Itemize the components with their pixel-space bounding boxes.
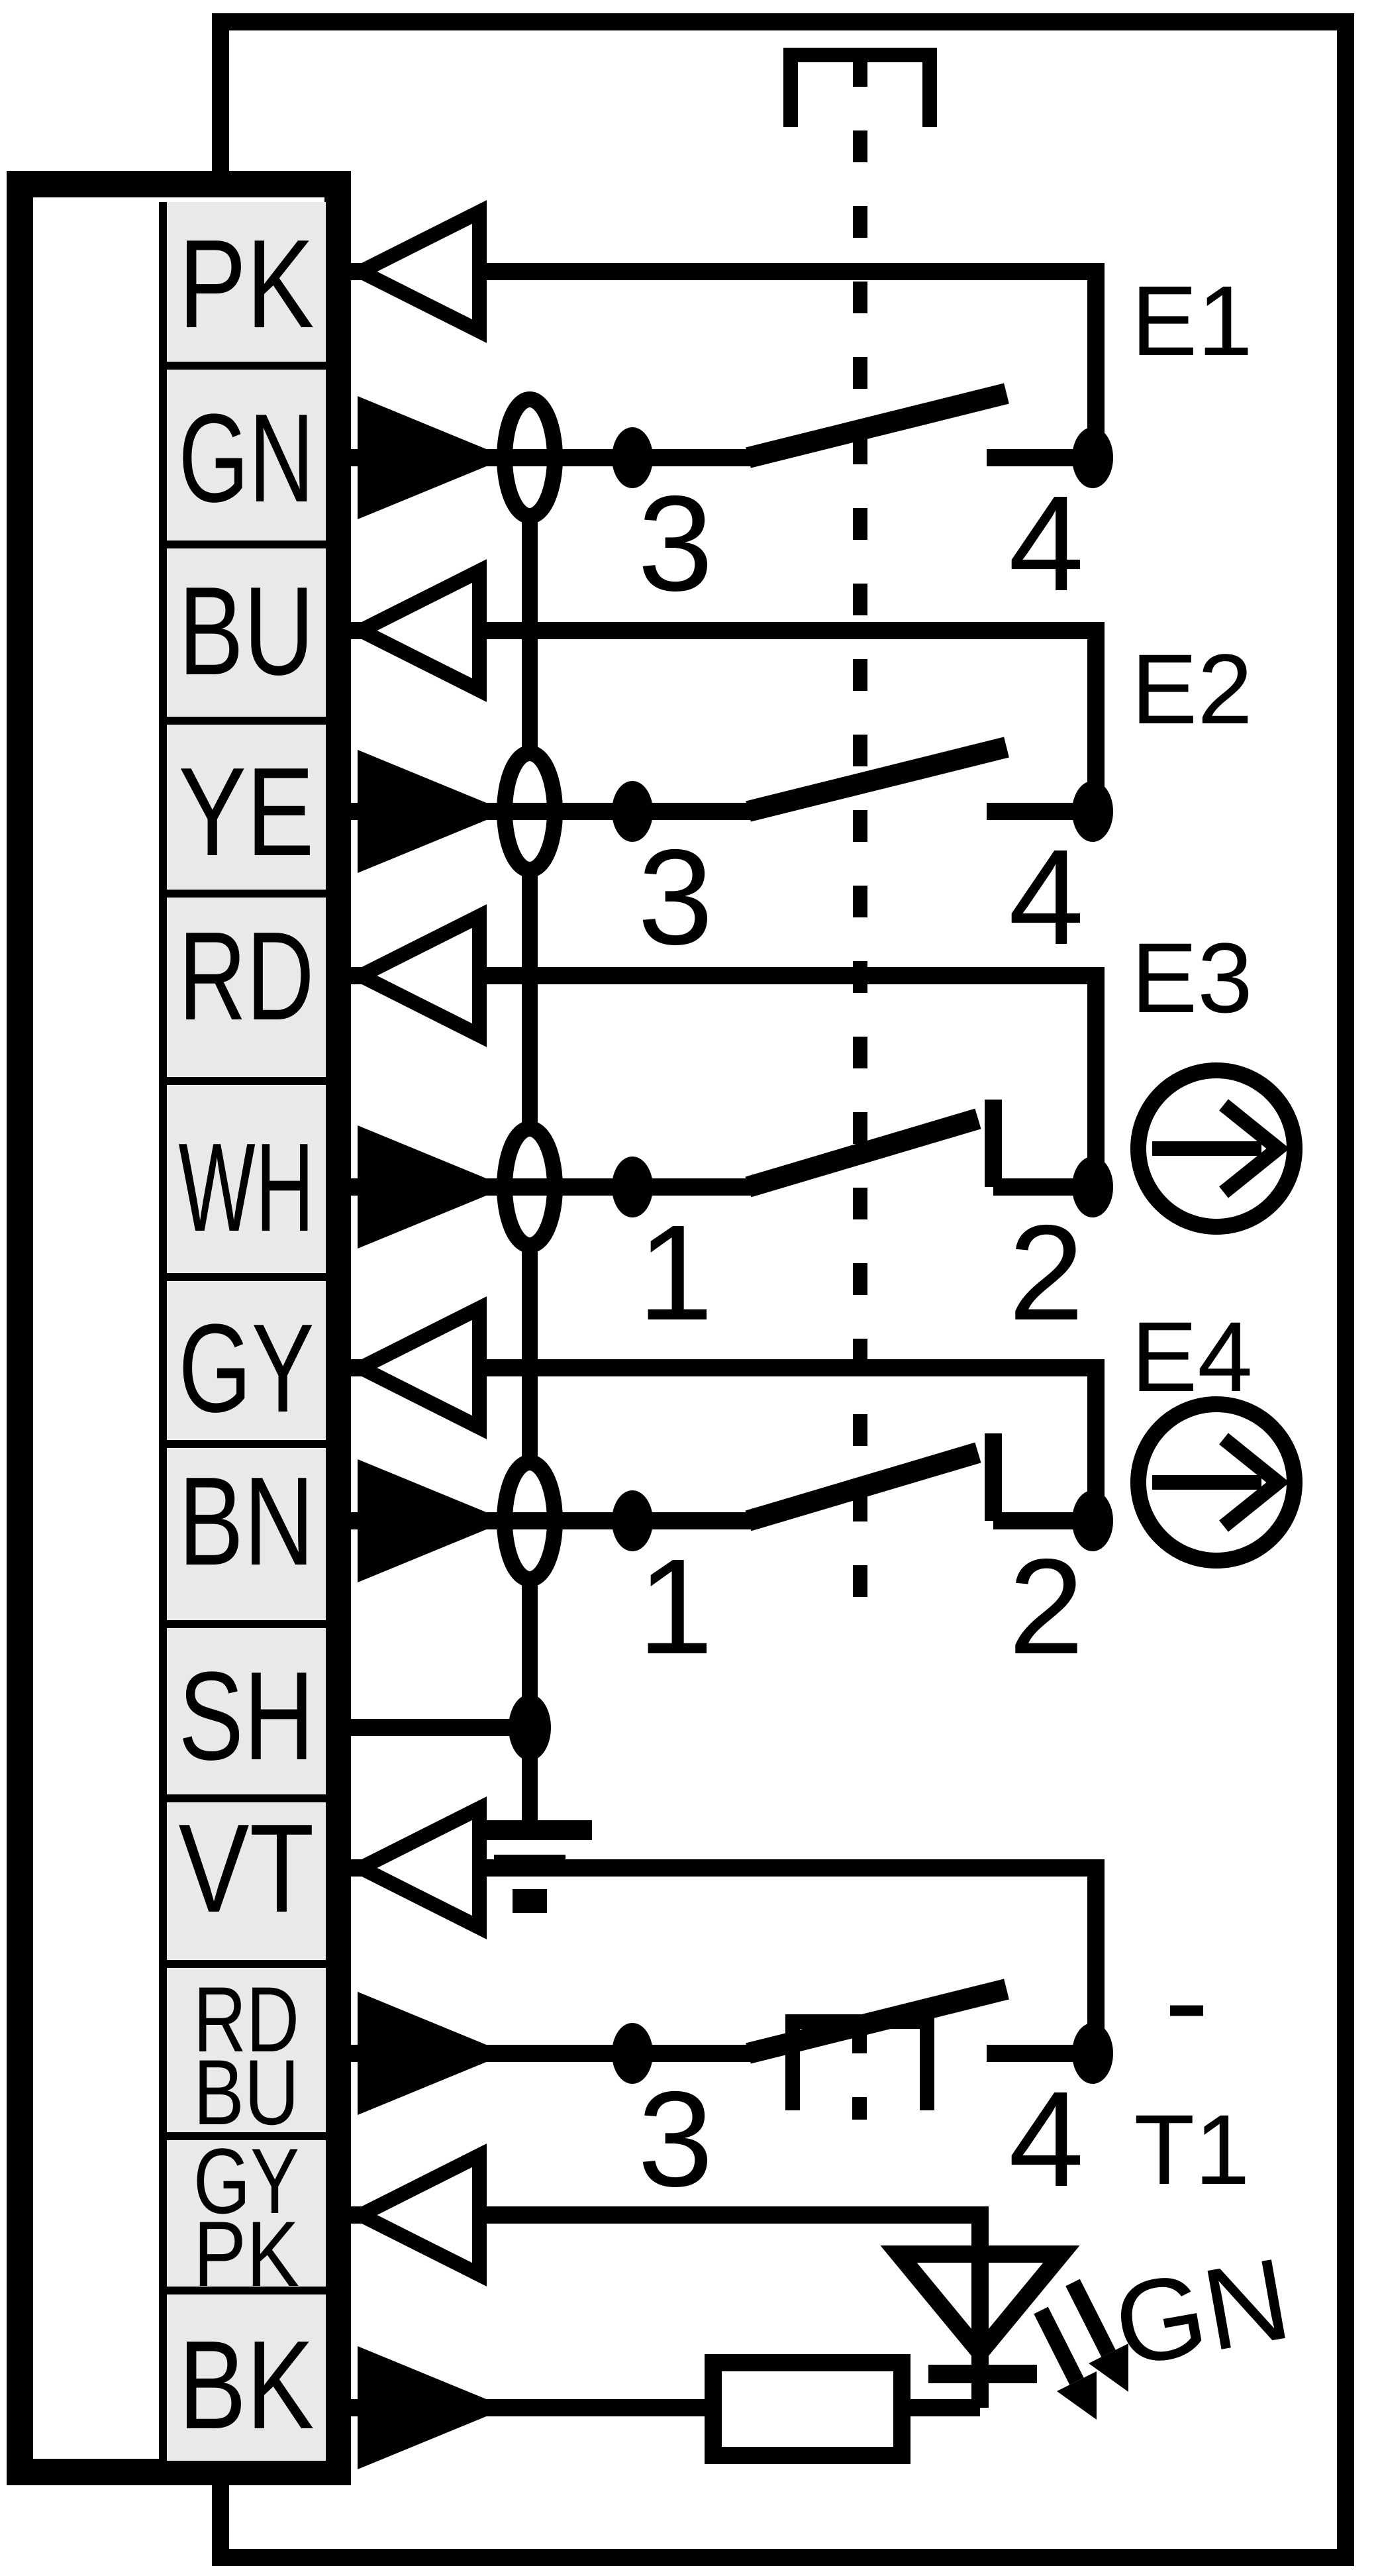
e4-output-wire (344, 1359, 1105, 1521)
terminal-label-bu: BU (179, 561, 315, 701)
t1-pin-right-label: 4 (1009, 2063, 1084, 2215)
output-arrow-icon (344, 904, 487, 1047)
e2-switch-label: E2 (1131, 633, 1252, 745)
e3-output-wire (344, 967, 1105, 1187)
e4-switch-blade (745, 1442, 981, 1531)
contact-dot (612, 427, 653, 488)
contact-dot (1072, 1157, 1113, 1217)
e2-pin-right-label: 4 (1009, 821, 1084, 973)
input-arrow-icon (358, 396, 507, 519)
e3-pin-right-label: 2 (1009, 1197, 1084, 1349)
shield-terminal (344, 1694, 551, 1761)
e2-switch-blade (746, 737, 1009, 822)
actuator-target-icon (1130, 1396, 1303, 1569)
t1-switch-blade (746, 1979, 1009, 2064)
output-arrow-icon (344, 559, 487, 702)
t1-polarity-label: - (1164, 1924, 1209, 2076)
terminal-label-rdbu-line1: RD (193, 1967, 299, 2071)
switch-e3: 1 2 E3 (344, 904, 1303, 1349)
contact-dot (612, 1490, 653, 1551)
switch-t1: 3 4 - T1 (344, 1796, 1250, 2215)
contact-dot (612, 781, 653, 842)
contact-dot (1072, 1490, 1113, 1551)
e4-pin-right-label: 2 (1009, 1531, 1084, 1682)
e1-switch-blade (746, 383, 1009, 468)
e1-switch-label: E1 (1131, 265, 1252, 376)
t1-switch-label: T1 (1134, 2094, 1250, 2205)
terminal-label-gypk-line2: PK (193, 2202, 299, 2306)
led-color-label: GN (1105, 2234, 1299, 2392)
output-arrow-icon (344, 1796, 487, 1939)
contact-dot (1072, 427, 1113, 488)
input-arrow-icon (358, 1459, 507, 1582)
terminal-label-rdbu-line2: BU (193, 2040, 299, 2144)
input-arrow-icon (358, 750, 507, 873)
led-emission-arrow-icon (1034, 2306, 1097, 2420)
e4-switch-label: E4 (1131, 1301, 1252, 1412)
e3-pin-left-label: 1 (638, 1197, 713, 1349)
input-arrow-icon (358, 1992, 507, 2115)
output-arrow-icon (344, 200, 487, 343)
terminal-label-sh: SH (179, 1646, 315, 1786)
terminal-strip (167, 202, 326, 2461)
e2-output-wire (344, 622, 1105, 811)
t1-output-wire (344, 1859, 1105, 2053)
input-arrow-icon (358, 2346, 507, 2469)
terminal-label-pk: PK (179, 214, 315, 354)
contact-dot (612, 1157, 653, 1217)
terminal-label-bk: BK (179, 2315, 315, 2455)
e2-pin-left-label: 3 (638, 821, 713, 973)
terminal-label-gy: GY (179, 1298, 315, 1439)
shield-junction-dot (509, 1694, 551, 1761)
output-arrow-icon (344, 2143, 487, 2287)
e4-pin-left-label: 1 (638, 1531, 713, 1682)
e1-output-wire (344, 263, 1105, 458)
terminal-label-gypk-line1: GY (193, 2129, 299, 2233)
terminal-block: PK GN BU YE RD WH GY BN SH VT RD BU GY P… (7, 171, 351, 2485)
switch-e4: 1 2 E4 (344, 1296, 1303, 1682)
input-arrow-icon (358, 1125, 507, 1249)
output-arrow-icon (344, 1296, 487, 1439)
terminal-cell-separators (163, 362, 326, 2294)
terminal-label-wh: WH (179, 1117, 315, 1258)
e3-switch-blade (745, 1108, 981, 1198)
t1-pin-left-label: 3 (638, 2063, 713, 2215)
actuator-target-icon (1130, 1062, 1303, 1235)
e1-pin-left-label: 3 (638, 468, 713, 619)
switch-e1: 3 4 E1 (344, 200, 1253, 619)
indicator-led-circuit: GN (344, 2143, 1299, 2469)
terminal-label-bn: BN (179, 1451, 315, 1592)
contact-dot (1072, 781, 1113, 842)
e1-pin-right-label: 4 (1009, 468, 1084, 619)
terminal-label-vt: VT (179, 1798, 315, 1939)
e3-switch-label: E3 (1131, 922, 1252, 1033)
contact-dot (1072, 2023, 1113, 2084)
switch-e2: 3 4 E2 (344, 559, 1253, 973)
led-emission-arrow-icon (1065, 2279, 1128, 2392)
terminal-label-gn: GN (179, 388, 315, 529)
contact-dot (612, 2023, 653, 2084)
resistor-icon (705, 2354, 910, 2464)
terminal-label-ye: YE (179, 742, 315, 882)
terminal-label-rd: RD (179, 906, 315, 1047)
